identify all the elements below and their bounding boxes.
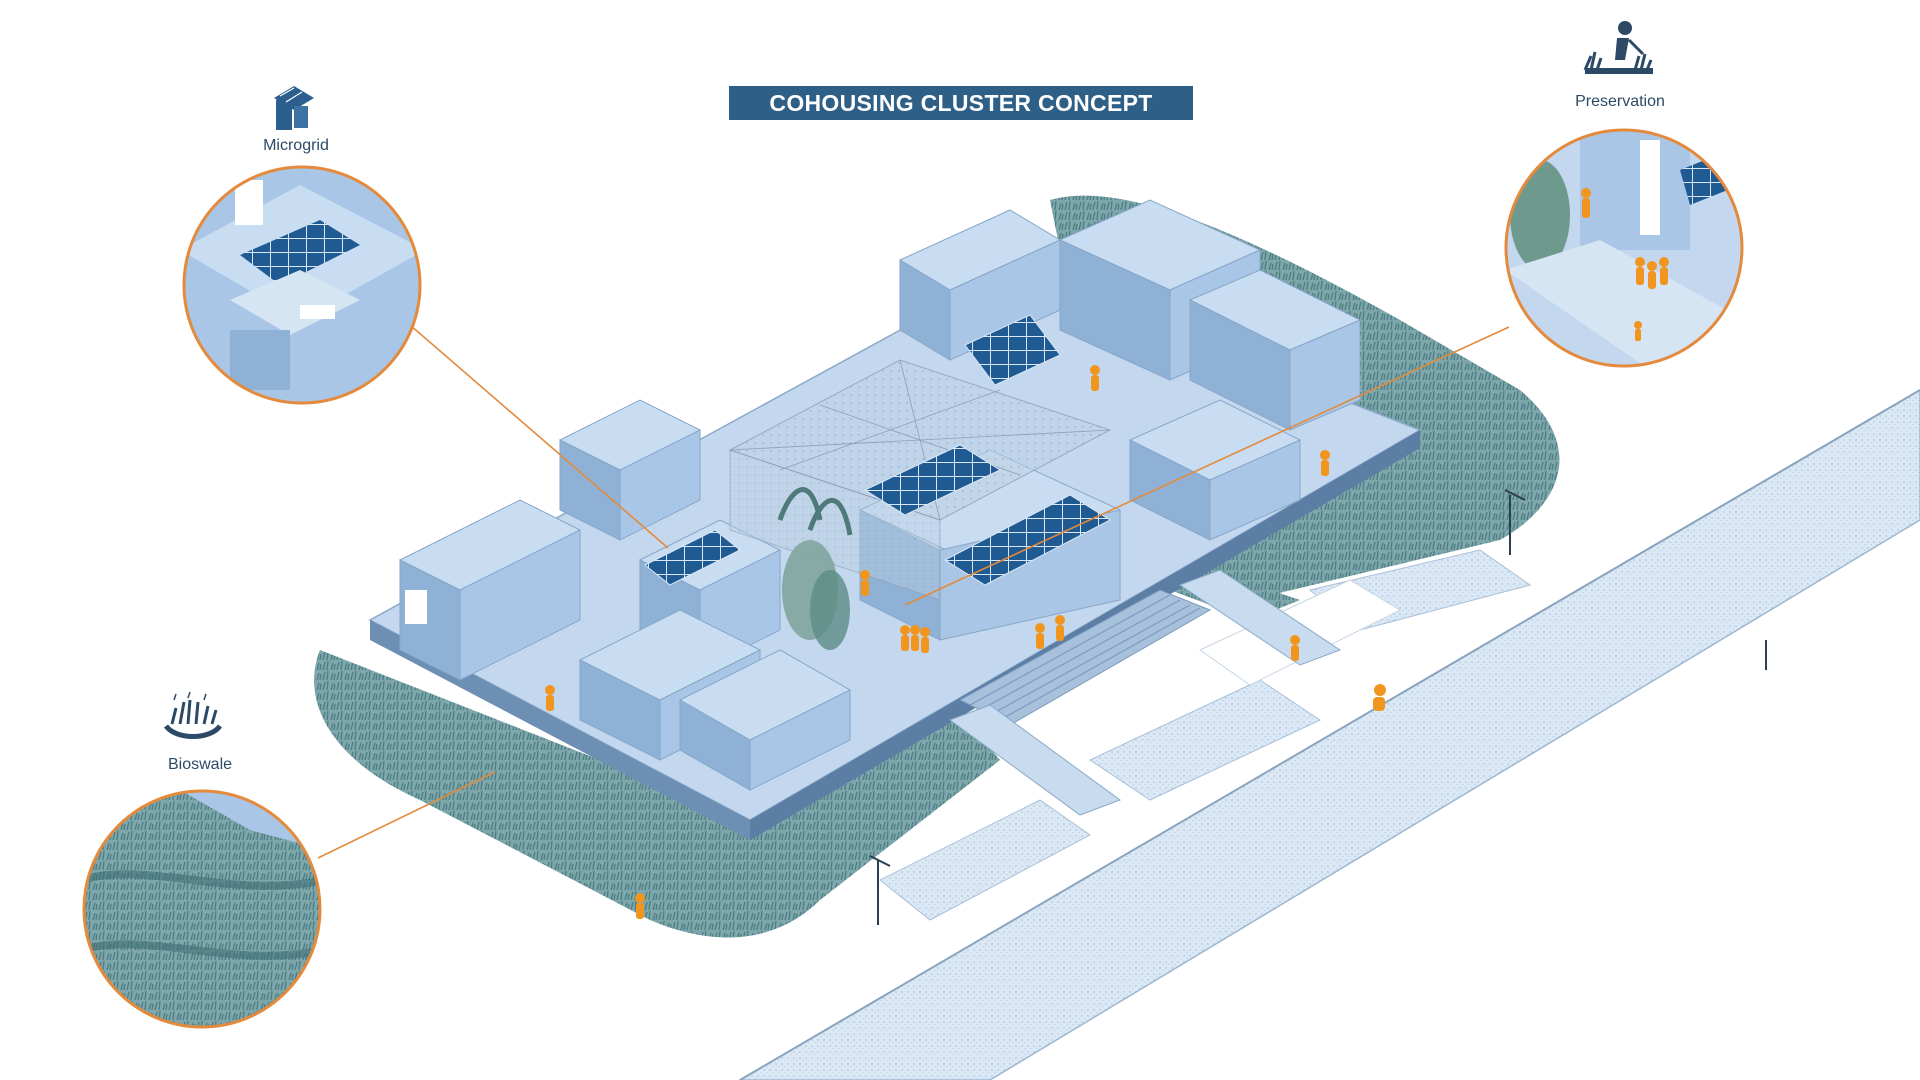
bioswale-callout <box>82 789 322 1029</box>
preservation-label: Preservation <box>1575 93 1665 110</box>
bioswale-icon <box>163 691 223 739</box>
people <box>545 365 1386 919</box>
solar-house-icon <box>274 86 314 130</box>
solar-arrays <box>644 314 1112 586</box>
bioswale-label: Bioswale <box>167 756 233 773</box>
callout-leaders <box>317 324 1510 859</box>
microgrid-callout <box>182 165 422 405</box>
title-banner: COHOUSING CLUSTER CONCEPT <box>729 86 1193 120</box>
courtyard-trees <box>782 540 850 650</box>
gardener-icon <box>1583 21 1653 74</box>
building-blocks <box>398 199 1362 791</box>
microgrid-label: Microgrid <box>263 137 329 154</box>
street-lights <box>869 489 1767 925</box>
glass-canopy <box>728 359 1112 601</box>
road <box>738 389 1920 1080</box>
page-title: COHOUSING CLUSTER CONCEPT <box>769 89 1153 116</box>
preservation-callout <box>1504 128 1744 368</box>
